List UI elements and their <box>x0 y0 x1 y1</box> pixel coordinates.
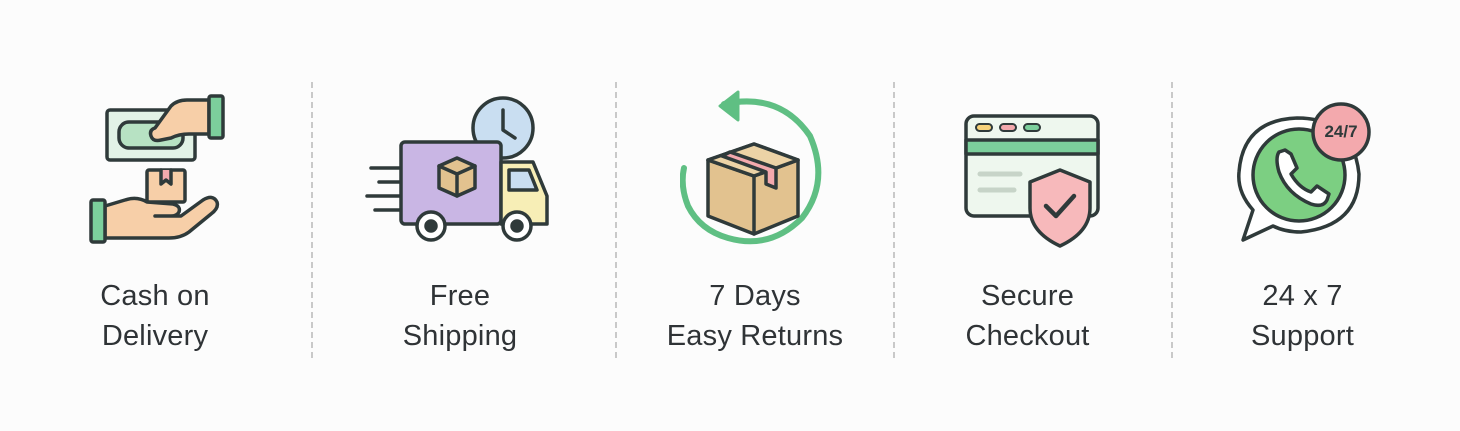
delivery-truck-icon <box>365 92 555 252</box>
feature-easy-returns: 7 Days Easy Returns <box>640 0 870 431</box>
secure-checkout-icon <box>962 112 1102 257</box>
feature-cash-on-delivery: Cash on Delivery <box>60 0 250 431</box>
feature-title-line2: Easy Returns <box>666 320 844 352</box>
feature-title-line1: 7 Days <box>709 280 801 312</box>
feature-title-line1: 24 x 7 <box>1262 280 1343 312</box>
divider <box>311 82 313 358</box>
feature-secure-checkout: Secure Checkout <box>920 0 1135 431</box>
badge-24-7: 24/7 <box>1324 122 1358 141</box>
divider <box>615 82 617 358</box>
feature-free-shipping: Free Shipping <box>340 0 580 431</box>
feature-title-line2: Checkout <box>965 320 1090 352</box>
feature-title-line1: Cash on <box>100 280 210 312</box>
feature-title-line1: Secure <box>980 280 1075 312</box>
feature-title-line2: Delivery <box>101 320 209 352</box>
feature-title-line2: Support <box>1251 320 1354 352</box>
feature-title-line2: Shipping <box>402 320 518 352</box>
cash-hand-icon <box>85 88 230 253</box>
return-box-icon <box>679 90 830 255</box>
divider <box>1171 82 1173 358</box>
whatsapp-support-icon: 24/7 <box>1235 102 1375 252</box>
feature-support: 24/7 24 x 7 Support <box>1200 0 1405 431</box>
feature-title-line1: Free <box>429 280 491 312</box>
divider <box>893 82 895 358</box>
